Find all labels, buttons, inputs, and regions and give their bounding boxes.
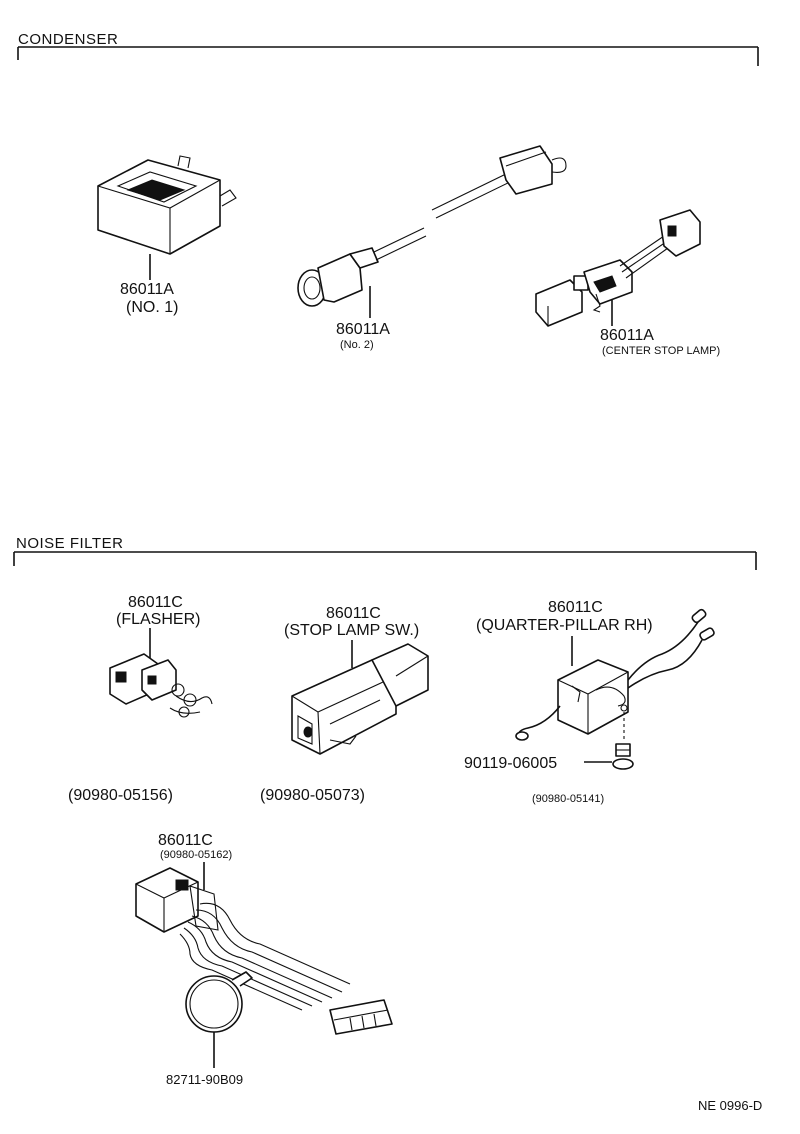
condenser-center-stop-lamp-drawing: [535, 209, 701, 327]
stop-lamp-sw-filter-drawing: [291, 640, 429, 755]
quarter-pillar-description: (QUARTER-PILLAR RH): [476, 617, 653, 634]
condenser-no2-part-number: 86011A: [336, 321, 390, 338]
condenser-center-stop-lamp-description: (CENTER STOP LAMP): [602, 345, 720, 357]
condenser-no1-part-number: 86011A: [120, 281, 174, 298]
condenser-no2-drawing: [297, 145, 567, 318]
noise-filter-section-frame: NOISE FILTER: [13, 535, 757, 570]
condenser-no1-drawing: [97, 155, 237, 280]
flasher-part-number: 86011C: [128, 594, 183, 611]
quarter-pillar-reference-number: (90980-05141): [532, 793, 604, 805]
flasher-reference-number: (90980-05156): [68, 787, 173, 804]
stop-lamp-sw-reference-number: (90980-05073): [260, 787, 365, 804]
quarter-pillar-filter-drawing: [515, 608, 715, 770]
noise-filter-section-title: NOISE FILTER: [16, 535, 123, 552]
condenser-section-frame: CONDENSER: [17, 31, 759, 66]
drawing-code: NE 0996-D: [698, 1098, 762, 1113]
quarter-pillar-part-number: 86011C: [548, 599, 603, 616]
condenser-no2-description: (No. 2): [340, 339, 374, 351]
harness-filter-drawing: [135, 862, 393, 1035]
clamp-drawing: [185, 971, 253, 1068]
condenser-no1-description: (NO. 1): [126, 299, 178, 316]
harness-filter-part-number: 86011C: [158, 832, 213, 849]
stop-lamp-sw-description: (STOP LAMP SW.): [284, 622, 419, 639]
flasher-filter-drawing: [109, 628, 213, 718]
stop-lamp-sw-part-number: 86011C: [326, 605, 381, 622]
condenser-section-title: CONDENSER: [18, 31, 118, 48]
condenser-center-stop-lamp-part-number: 86011A: [600, 327, 654, 344]
quarter-pillar-bolt-number: 90119-06005: [464, 755, 557, 772]
clamp-part-number: 82711-90B09: [166, 1072, 243, 1087]
harness-filter-reference-number: (90980-05162): [160, 849, 232, 861]
flasher-description: (FLASHER): [116, 611, 200, 628]
